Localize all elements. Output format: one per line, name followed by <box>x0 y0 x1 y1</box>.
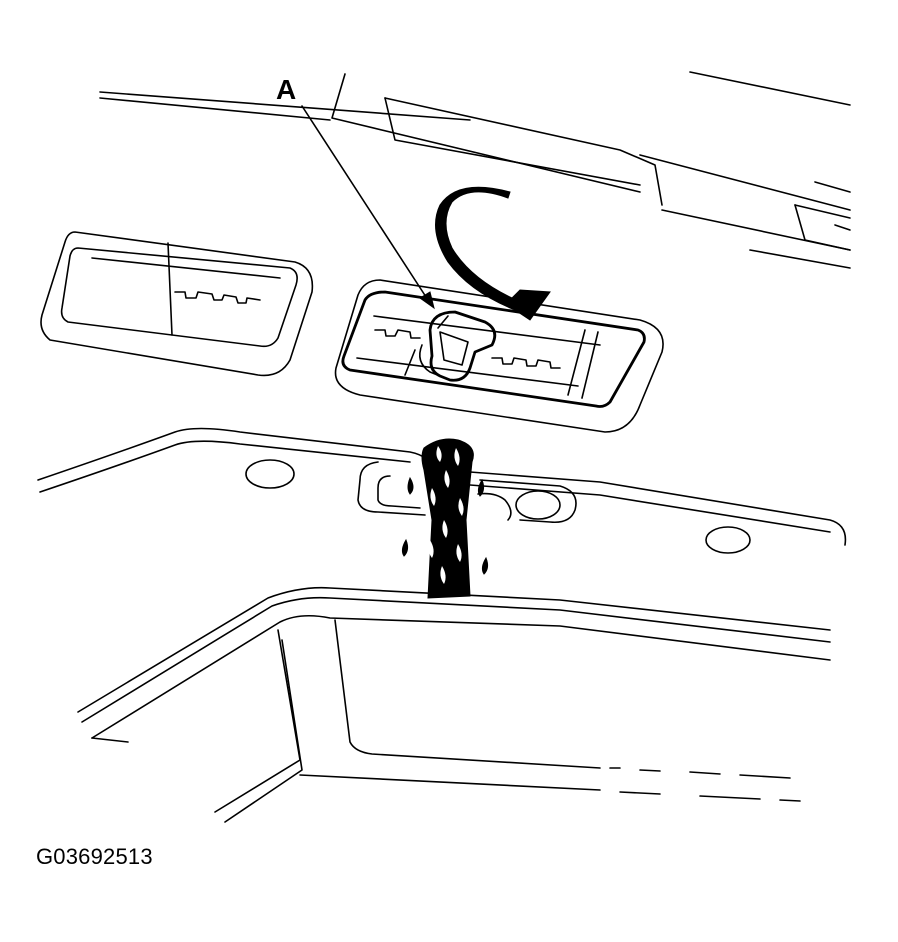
water-stream <box>401 438 489 599</box>
figure-id: G03692513 <box>36 844 153 869</box>
callout-leader <box>301 105 435 310</box>
lower-panel <box>77 586 831 823</box>
rotation-arrow <box>435 186 551 321</box>
callout-label-a: A <box>276 74 297 105</box>
knob-a <box>419 310 497 382</box>
left-recess <box>40 231 314 377</box>
switch-housing <box>334 279 664 433</box>
upper-panel-outline <box>99 71 851 269</box>
